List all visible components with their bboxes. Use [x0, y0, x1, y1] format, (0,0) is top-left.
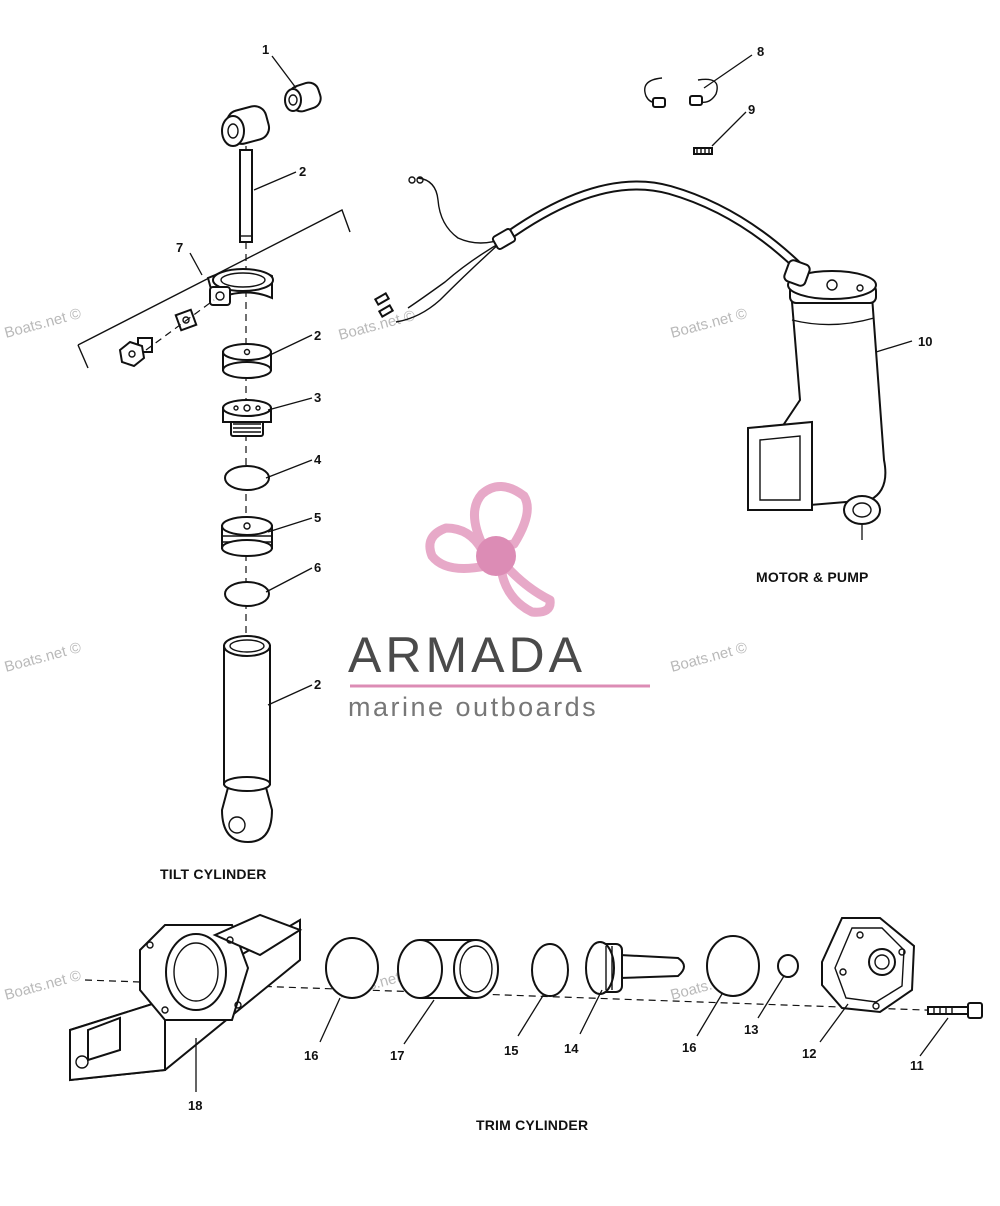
caption-tilt-cylinder: TILT CYLINDER	[160, 866, 267, 882]
callout-15: 15	[504, 1043, 518, 1058]
callout-10: 10	[918, 334, 932, 349]
captions: MOTOR & PUMP TILT CYLINDER TRIM CYLINDER	[160, 569, 869, 1133]
part-16-o-ring	[325, 937, 379, 999]
part-6-o-ring	[224, 581, 270, 607]
watermark-text: Boats.net ©	[3, 639, 83, 676]
part-4-o-ring	[224, 465, 270, 491]
watermark-text: Boats.net ©	[669, 305, 749, 342]
part-15-o-ring	[531, 943, 569, 997]
tilt-cylinder-assembly	[77, 81, 351, 844]
leader-lines	[189, 54, 949, 1092]
callout-16: 16	[304, 1048, 318, 1063]
watermark-text: Boats.net ©	[669, 639, 749, 676]
trim-cylinder-assembly	[69, 913, 983, 1082]
callout-18: 18	[188, 1098, 202, 1113]
part-9-screw	[693, 147, 713, 155]
watermark-text: Boats.net ©	[3, 305, 83, 342]
callout-4: 4	[314, 452, 322, 467]
callout-7: 7	[176, 240, 183, 255]
part-18-housing	[69, 913, 303, 1082]
part-7-clamp-kit	[77, 209, 351, 369]
callout-2: 2	[299, 164, 306, 179]
callout-16: 16	[682, 1040, 696, 1055]
motor-pump-assembly	[373, 77, 887, 540]
part-12-end-cover	[821, 917, 916, 1014]
propeller-icon	[425, 482, 555, 617]
brand-name: ARMADA	[348, 627, 586, 683]
propeller-blade	[497, 561, 555, 617]
propeller-blade	[425, 523, 491, 573]
watermark-text: Boats.net ©	[337, 307, 417, 344]
part-11-bolt	[927, 1002, 983, 1019]
part-16-o-ring	[706, 935, 760, 997]
part-13-ball	[777, 954, 799, 978]
part-14-piston	[585, 941, 685, 995]
part-5-piston	[221, 516, 273, 557]
callout-13: 13	[744, 1022, 758, 1037]
part-2-rod-eye	[221, 105, 271, 243]
callout-17: 17	[390, 1048, 404, 1063]
caption-trim-cylinder: TRIM CYLINDER	[476, 1117, 588, 1133]
callout-12: 12	[802, 1046, 816, 1061]
part-17-sleeve	[397, 939, 499, 999]
propeller-hub	[476, 536, 516, 576]
watermark-text: Boats.net ©	[3, 967, 83, 1004]
part-1-bushing	[284, 81, 322, 113]
callout-14: 14	[564, 1041, 579, 1056]
callout-8: 8	[757, 44, 764, 59]
callout-1: 1	[262, 42, 269, 57]
brand-tagline: marine outboards	[348, 692, 598, 722]
callout-6: 6	[314, 560, 321, 575]
callout-11: 11	[910, 1058, 924, 1073]
caption-motor-pump: MOTOR & PUMP	[756, 569, 869, 585]
part-2-cylinder-body	[220, 635, 274, 844]
callout-2: 2	[314, 328, 321, 343]
callout-9: 9	[748, 102, 755, 117]
callout-2: 2	[314, 677, 321, 692]
callout-5: 5	[314, 510, 321, 525]
brand-logo: ARMADA marine outboards	[348, 482, 650, 722]
part-2-piston-disc	[222, 343, 272, 379]
propeller-blade	[470, 482, 532, 553]
callout-3: 3	[314, 390, 321, 405]
part-3-end-cap	[222, 399, 272, 437]
part-8-clips	[644, 77, 718, 108]
callout-numbers: 1 2 7 2 3 4 5 6 2 8 9 10 11 12 13 14 15 …	[176, 42, 932, 1113]
